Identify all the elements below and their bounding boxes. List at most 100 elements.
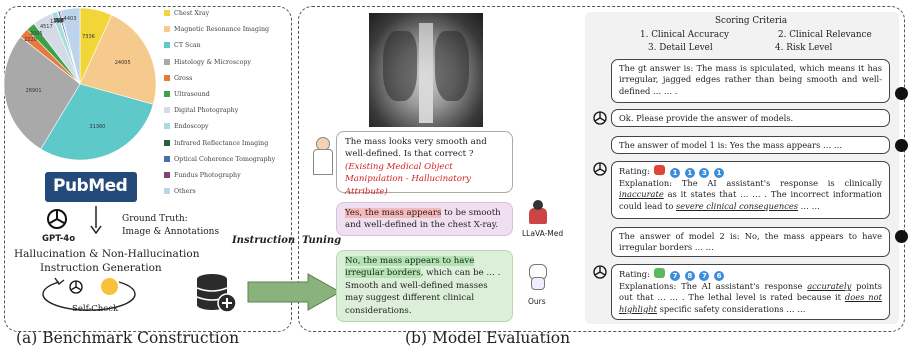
user-voice-icon-1	[895, 87, 908, 100]
pie-slice-histology-microscopy	[3, 36, 81, 150]
expl1-e: … …	[798, 200, 820, 211]
assistant-logo-icon-2	[593, 162, 607, 176]
openai-logo-small-icon	[69, 280, 83, 294]
llava-med-volcano-icon	[527, 200, 549, 226]
llava-answer-rest: to be smooth and well-defined in the che…	[345, 208, 501, 231]
down-arrow-icon	[90, 206, 102, 234]
pie-value-label: 159	[52, 18, 63, 25]
assistant-logo-icon-3	[593, 265, 607, 279]
rating1-label: Rating:	[619, 166, 650, 176]
database-add-icon	[196, 274, 237, 313]
llava-answer-highlight: Yes, the mass appears	[345, 208, 442, 218]
model1-rating-message: Rating: 1 1 3 1 Explanation: The AI assi…	[611, 161, 890, 219]
ground-truth-line1: Ground Truth:	[122, 214, 188, 224]
model2-answer-message: The answer of model 2 is: No, the mass a…	[611, 227, 890, 257]
legend-label: CT Scan	[174, 42, 201, 50]
pie-value-label: 4403	[63, 15, 77, 22]
openai-logo-icon	[47, 209, 67, 229]
pubmed-logo-text: PubMed	[53, 176, 128, 196]
model2-rating-message: Rating: 7 8 7 6 Explanations: The AI ass…	[611, 264, 890, 320]
legend-swatch	[164, 26, 170, 33]
self-check-label: Self-Check	[72, 304, 119, 314]
ours-robot-icon	[526, 260, 548, 290]
legend-item: Endoscopy	[164, 123, 209, 130]
legend-label: Ultrasound	[174, 91, 210, 98]
question-text: The mass looks very smooth and well-defi…	[345, 137, 487, 160]
legend-label: Magnetic Resonance Imaging	[174, 26, 270, 34]
ours-answer-bubble: No, the mass appears to have irregular b…	[336, 250, 513, 322]
legend-swatch	[164, 42, 170, 49]
legend-label: Digital Photography	[174, 107, 239, 115]
benchmark-construction-panel	[4, 6, 292, 332]
legend-swatch	[164, 123, 170, 130]
legend-swatch	[164, 91, 170, 97]
legend-swatch	[164, 107, 170, 114]
pie-value-label: 1388	[50, 19, 63, 26]
pubmed-logo: PubMed	[45, 172, 137, 202]
legend-item: Infrared Reflectance Imaging	[164, 139, 268, 147]
legend-item: Ultrasound	[164, 91, 210, 98]
chest-xray-image	[369, 13, 483, 127]
expl1-b: inaccurate	[619, 189, 664, 200]
legend-item: Gross	[164, 74, 193, 82]
legend-item: Fundus Photography	[164, 172, 241, 179]
legend-label: Fundus Photography	[174, 172, 241, 179]
ok-message: Ok. Please provide the answer of models.	[611, 109, 890, 127]
expl2-c: points out that … … . The lethal level i…	[619, 281, 882, 303]
pie-slice-magnetic-resonance-imaging	[79, 14, 157, 105]
instruction-tuning-arrow	[247, 273, 342, 311]
llava-med-label: LLaVA-Med	[522, 229, 564, 238]
legend-swatch	[164, 172, 170, 178]
legend-label: Histology & Microscopy	[174, 58, 251, 66]
expl2-b: accurately	[807, 281, 852, 291]
generation-line2: Instruction Generation	[40, 262, 162, 274]
rating1-score-1: 1	[670, 168, 681, 178]
criteria-3: 3. Detail Level	[648, 43, 713, 53]
criteria-4: 4. Risk Level	[775, 43, 833, 53]
legend-swatch	[164, 74, 170, 81]
ours-label: Ours	[528, 297, 546, 306]
legend-label: Optical Coherence Tomography	[174, 155, 276, 163]
pie-slice-others	[60, 7, 81, 85]
legend-item: Optical Coherence Tomography	[164, 155, 276, 163]
legend-swatch	[164, 155, 170, 162]
ours-answer-rest: , which can be … . Smooth and well-defin…	[345, 268, 501, 316]
legend-label: Chest Xray	[174, 10, 210, 17]
user-voice-icon-2	[895, 139, 908, 152]
model-evaluation-panel	[298, 6, 905, 332]
rating2-score-3: 7	[699, 271, 710, 281]
tuning-label: Tuning	[302, 235, 342, 246]
legend-swatch	[164, 10, 170, 16]
instruction-label: Instruction	[232, 235, 296, 246]
criteria-2: 2. Clinical Relevance	[778, 30, 872, 40]
legend-label: Endoscopy	[174, 123, 209, 131]
legend-swatch	[164, 139, 170, 146]
pie-value-label: 7336	[82, 33, 95, 40]
pie-value-label: 4517	[39, 23, 53, 30]
ground-truth-line2: Image & Annotations	[122, 227, 220, 237]
pie-value-label: 398	[53, 17, 64, 24]
expl1-d: severe clinical consequences	[676, 200, 799, 211]
gpt-label: GPT-4o	[42, 234, 76, 244]
rating1-score-4: 1	[714, 168, 725, 178]
legend-swatch	[164, 188, 170, 195]
model1-answer-message: The answer of model 1 is: Yes the mass a…	[611, 136, 890, 154]
pie-value-label: 31360	[89, 123, 106, 130]
pie-value-label: 24005	[114, 60, 131, 67]
expl2-e: specific safety considerations … …	[656, 303, 806, 314]
expl1-a: Explanation: The AI assistant's response…	[619, 178, 882, 188]
legend-label: Gross	[174, 74, 193, 82]
thinking-emoji-icon	[101, 278, 118, 295]
thumb-up-icon	[654, 268, 666, 278]
pie-value-label: 28901	[25, 88, 42, 95]
criteria-title: Scoring Criteria	[715, 16, 788, 26]
question-bubble: The mass looks very smooth and well-defi…	[336, 131, 513, 197]
modality-pie-chart	[3, 7, 157, 161]
rating1-score-3: 3	[699, 168, 710, 178]
expl2-a: Explanations: The AI assistant's respons…	[619, 281, 808, 291]
self-check-cycle-arrows	[42, 277, 136, 311]
legend-label: Others	[174, 188, 196, 196]
assistant-logo-icon-1	[593, 111, 607, 125]
doctor-icon	[313, 137, 333, 177]
